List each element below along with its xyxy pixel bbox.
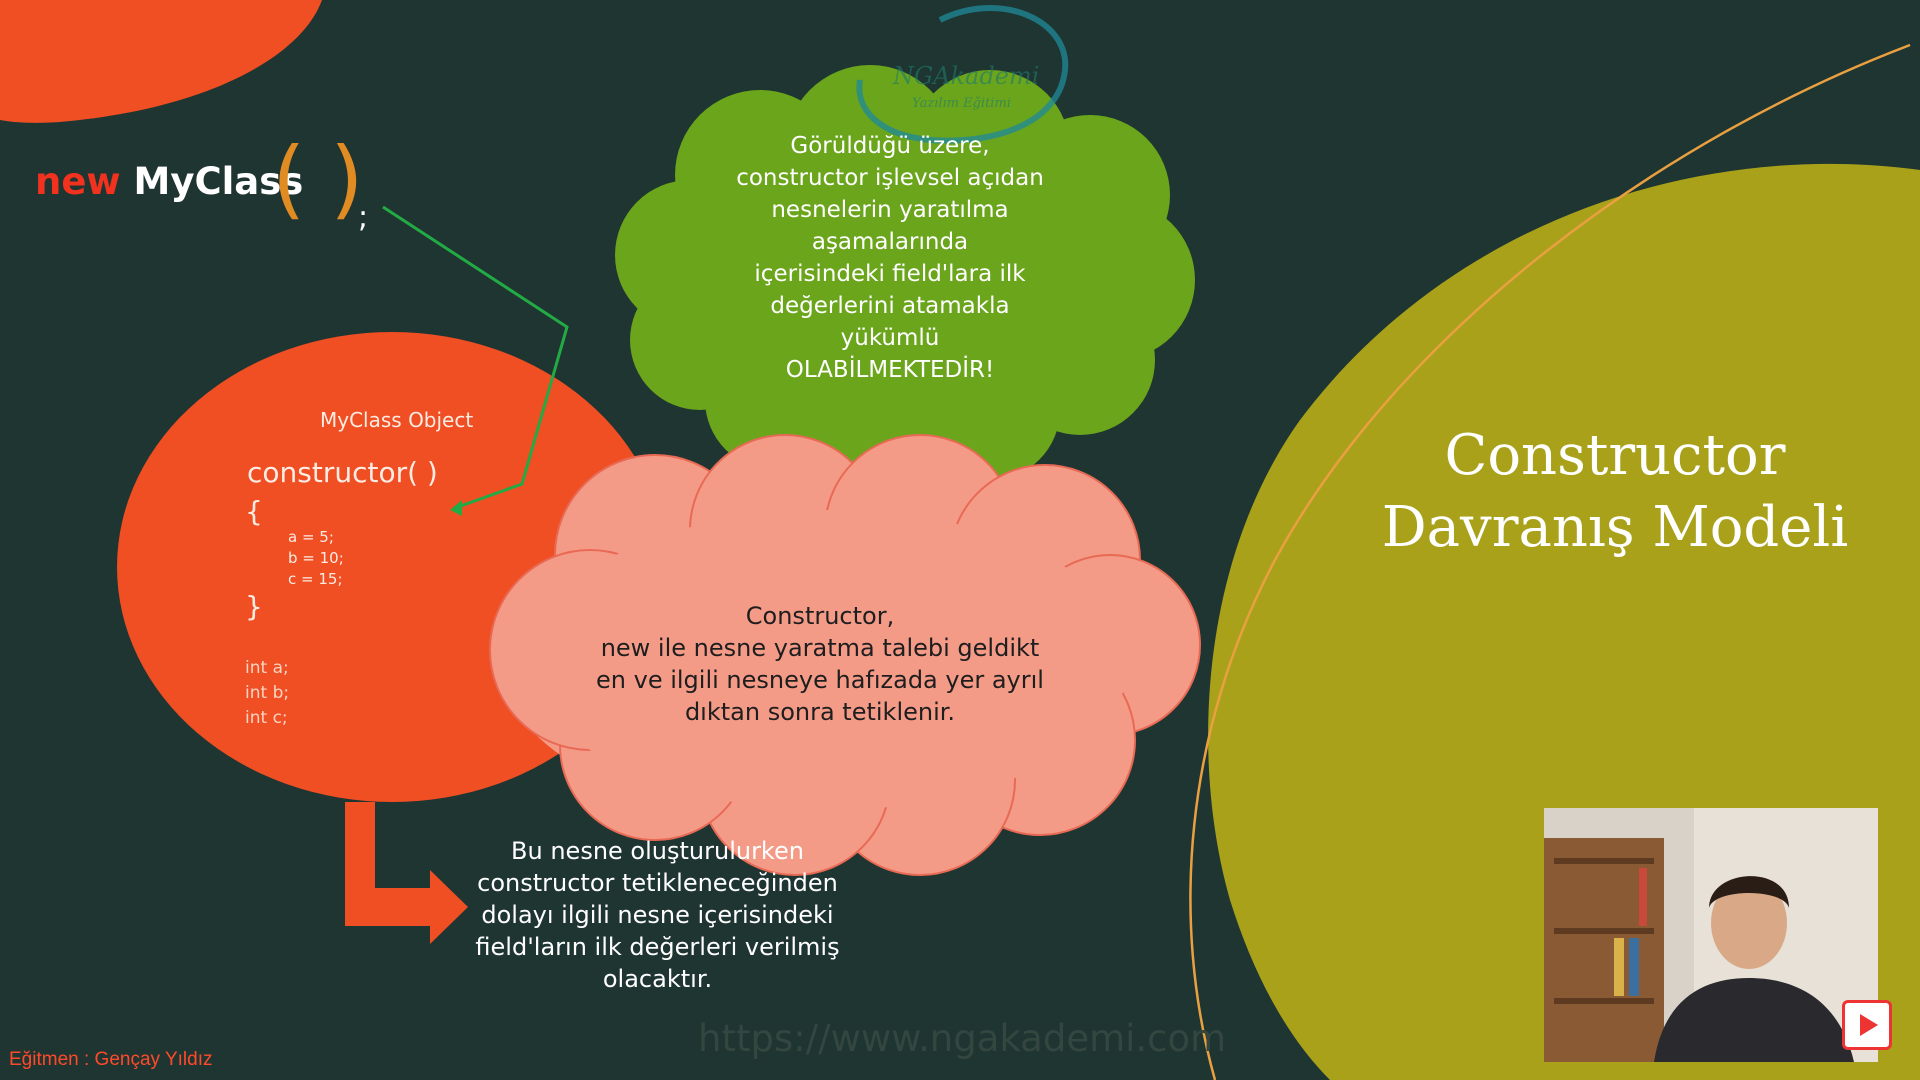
green-cloud-line: Görüldüğü üzere,	[790, 133, 990, 159]
pink-cloud-line: dıktan sonra tetiklenir.	[684, 698, 956, 726]
website-url[interactable]: https://www.ngakademi.com	[698, 1017, 1227, 1060]
green-cloud-line: içerisindeki field'lara ilk	[754, 261, 1026, 287]
constructor-signature: constructor( )	[247, 456, 438, 489]
logo-tagline: Yazılım Eğitimi	[912, 96, 1011, 111]
brace-open: {	[245, 495, 263, 528]
person-body	[1654, 978, 1854, 1062]
assignment-b: b = 10;	[288, 549, 344, 567]
object-title: MyClass Object	[320, 408, 474, 432]
person-hair	[1709, 876, 1789, 908]
play-icon	[1860, 1014, 1878, 1036]
webcam-video	[1544, 808, 1878, 1062]
bottom-note-line: field'ların ilk değerleri verilmiş	[475, 933, 840, 961]
bottom-note-line: Bu nesne oluşturulurken	[511, 837, 804, 865]
code-keyword-new: new	[35, 160, 121, 203]
logo-ring	[856, 5, 1069, 144]
assignment-a: a = 5;	[288, 528, 334, 546]
instructor-caption: Eğitmen : Gençay Yıldız	[9, 1049, 213, 1070]
bottom-note-line: constructor tetikleneceğinden	[477, 869, 838, 897]
bottom-note: Bu nesne oluşturulurken constructor teti…	[455, 835, 860, 995]
code-new-expression: new MyClass	[35, 160, 303, 203]
field-b: int b;	[245, 683, 290, 703]
code-paren-close: )	[330, 129, 364, 229]
person-head	[1711, 877, 1787, 969]
youtube-play-button[interactable]	[1842, 1000, 1892, 1050]
pink-cloud-text: Constructor, new ile nesne yaratma taleb…	[585, 600, 1055, 728]
orange-arrow	[345, 802, 468, 944]
code-semicolon: ;	[358, 200, 369, 235]
pink-cloud	[489, 434, 1201, 876]
bottom-note-line: dolayı ilgili nesne içerisindeki	[481, 901, 834, 929]
assignment-c: c = 15;	[288, 570, 343, 588]
green-cloud-line: nesnelerin yaratılma	[771, 197, 1009, 223]
pink-cloud-line: new ile nesne yaratma talebi geldikt	[600, 634, 1040, 662]
green-cloud-line: constructor işlevsel açıdan	[736, 165, 1044, 191]
logo-name: NGAkademi	[893, 62, 1040, 90]
pink-cloud-line: Constructor,	[745, 602, 895, 630]
field-c: int c;	[245, 708, 288, 728]
brace-close: }	[245, 590, 263, 623]
code-class-name: MyClass	[133, 160, 304, 203]
green-cloud-line: yükümlü	[840, 325, 940, 351]
green-pointer-line	[382, 205, 569, 510]
code-paren-open: (	[272, 129, 306, 229]
green-cloud-line: aşamalarında	[811, 229, 969, 255]
orange-corner-blob	[0, 0, 322, 123]
green-cloud-line: değerlerini atamakla	[770, 293, 1010, 319]
orange-arc	[1189, 43, 1911, 1080]
green-pointer-head	[450, 500, 462, 516]
green-cloud-line: OLABİLMEKTEDİR!	[785, 357, 995, 383]
field-a: int a;	[245, 658, 289, 678]
green-cloud-text: Görüldüğü üzere, constructor işlevsel aç…	[700, 130, 1080, 386]
slide-title: Constructor Davranış Modeli	[1355, 420, 1875, 564]
slide-title-line-2: Davranış Modeli	[1381, 495, 1849, 560]
slide-title-line-1: Constructor	[1444, 423, 1786, 488]
webcam-scene	[1544, 808, 1878, 1062]
pink-cloud-line: en ve ilgili nesneye hafızada yer ayrıl	[596, 666, 1044, 694]
bottom-note-line: olacaktır.	[602, 965, 713, 993]
